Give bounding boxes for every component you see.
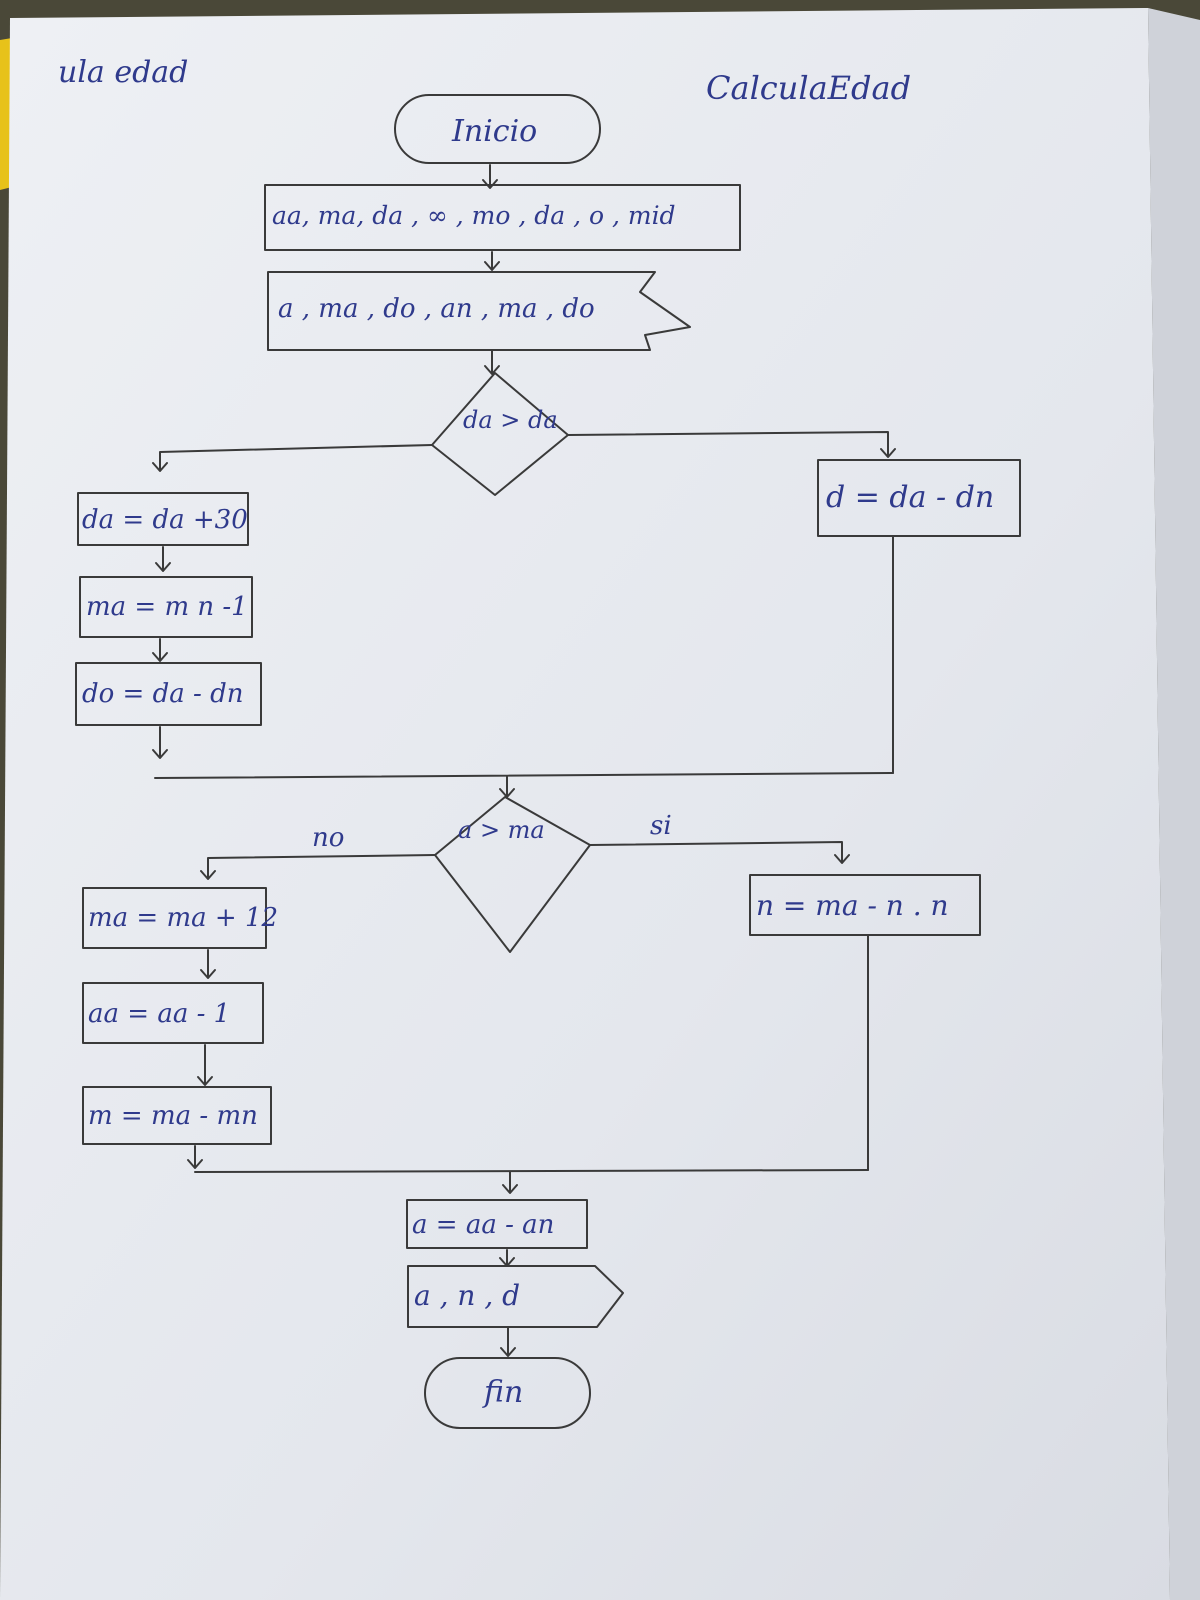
- output-label: a , n , d: [414, 1279, 521, 1312]
- arrow-left1-bc: [152, 638, 168, 662]
- merge-line-2: [194, 1169, 869, 1173]
- right2-box: [749, 874, 981, 936]
- left2-a-label: ma = ma + 12: [88, 903, 279, 933]
- left1-box-c: [75, 662, 262, 726]
- decision1-diamond: [431, 372, 569, 496]
- left1-box-a: [77, 492, 249, 546]
- left1-c-label: do = da - dn: [82, 679, 244, 709]
- arrow-calc-output: [499, 1249, 515, 1267]
- paper-surface: [0, 8, 1170, 1600]
- left2-box-c: [82, 1086, 272, 1145]
- right1-label: d = da - dn: [826, 480, 995, 515]
- arrow-input-decision1: [484, 349, 500, 375]
- input-shape: [267, 271, 691, 351]
- arrow-left2-bc: [197, 1044, 213, 1086]
- left1-b-label: ma = m n -1: [86, 592, 248, 622]
- calc-label: a = aa - an: [412, 1210, 555, 1240]
- left1-box-b: [79, 576, 253, 638]
- decision2-diamond: [434, 796, 591, 953]
- merge-line-1: [154, 772, 894, 779]
- input-label: a , ma , do , an , ma , do: [278, 294, 595, 324]
- arrow-left1-ab: [155, 546, 171, 572]
- left2-box-a: [82, 887, 267, 949]
- branch1-right: [567, 431, 896, 458]
- arrow-left1-merge: [152, 726, 168, 759]
- calc-box: [406, 1199, 588, 1249]
- arrow-left2-merge: [187, 1145, 203, 1169]
- end-label: fin: [484, 1375, 524, 1410]
- branch2-left: [200, 854, 436, 880]
- branch1-left: [152, 444, 433, 472]
- arrow-left2-ab: [200, 949, 216, 979]
- output-shape: [407, 1265, 624, 1328]
- arrow-start-declare: [482, 164, 498, 189]
- start-terminator: [394, 94, 601, 164]
- decision2-no-label: no: [312, 823, 345, 853]
- decision1-label: da > da: [463, 406, 558, 434]
- header-right-title: CalculaEdad: [706, 69, 912, 107]
- branch2-right: [589, 841, 850, 864]
- decision2-label: a > ma: [458, 816, 545, 844]
- right1-box: [817, 459, 1021, 537]
- start-label: Inicio: [452, 114, 538, 149]
- left2-b-label: aa = aa - 1: [88, 999, 231, 1029]
- left2-c-label: m = ma - mn: [88, 1101, 258, 1131]
- declare-process: [264, 184, 741, 251]
- right2-label: n = ma - n . n: [756, 889, 949, 922]
- left1-a-label: da = da +30: [82, 505, 248, 535]
- end-terminator: [424, 1357, 591, 1429]
- arrow-merge-decision2: [499, 775, 515, 798]
- left2-box-b: [82, 982, 264, 1044]
- declare-label: aa, ma, da , ∞ , mo , da , o , mid: [272, 201, 676, 230]
- decision2-yes-label: si: [650, 811, 672, 841]
- arrow-declare-input: [484, 251, 500, 271]
- arrow-merge-calc: [502, 1171, 518, 1194]
- header-left-title: ula edad: [58, 55, 189, 90]
- arrow-output-end: [500, 1327, 516, 1357]
